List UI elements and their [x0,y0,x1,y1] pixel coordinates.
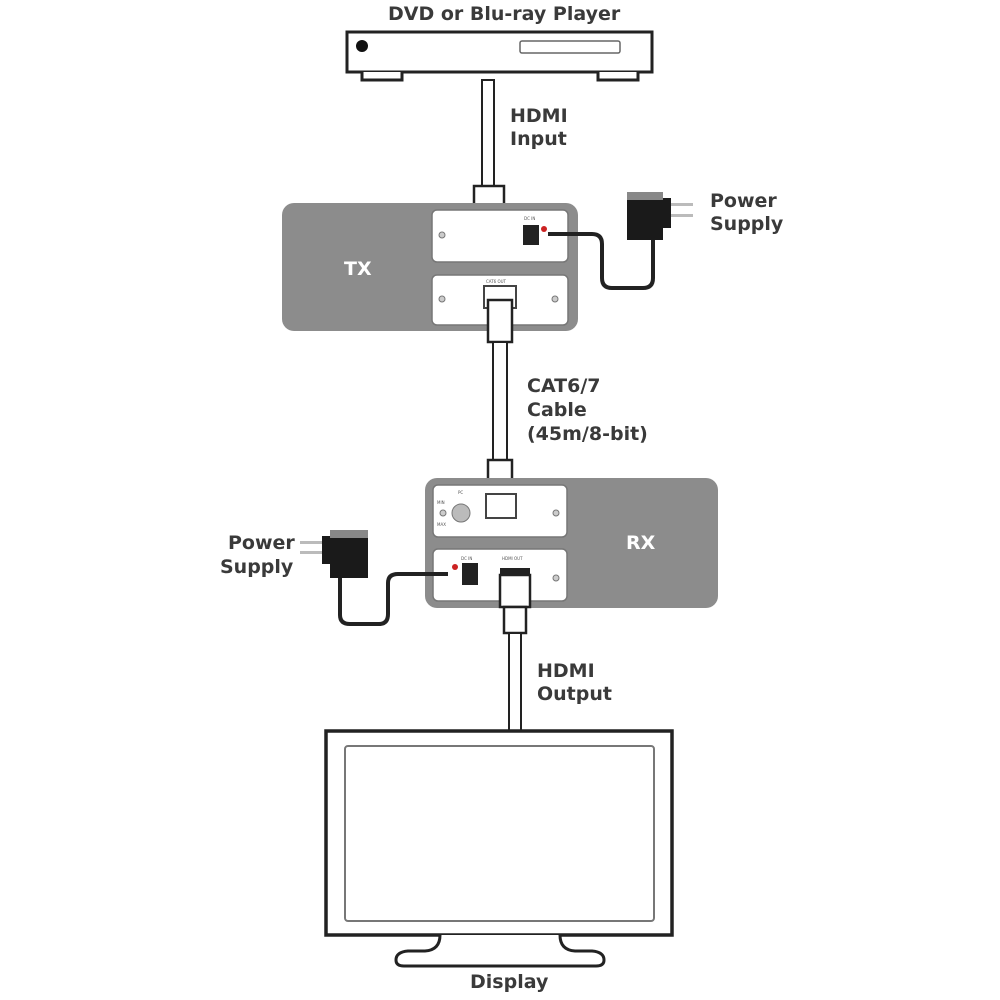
hdmi-output-label-1: HDMI [537,660,595,682]
tx-power-supply [548,192,693,290]
display-label: Display [470,971,549,993]
hdmi-output-label-2: Output [537,683,612,705]
cable-label-2: Cable [527,399,587,421]
cable-label-1: CAT6/7 [527,375,601,397]
tx-label: TX [344,258,372,280]
rx-unit: PC MIN MAX DC IN HDMI OUT [425,478,718,608]
tx-top-panel [431,209,569,263]
rx-power-label-2: Supply [220,556,294,578]
disc-tray [519,40,621,54]
tx-power-label-1: Power [710,190,777,212]
display-screen [344,745,655,922]
power-button-icon [356,40,368,52]
tx-dc-in-port [523,225,539,245]
hdmi-input-label-2: Input [510,128,567,150]
rx-pc-knob [451,503,471,523]
rx-dc-in-port [462,563,478,585]
rx-dc-in-label: DC IN [461,556,472,561]
hdmi-output-cable [498,573,532,732]
rx-power-label-1: Power [228,532,295,554]
display-stand [394,934,606,968]
rx-power-supply [300,530,448,626]
hdmi-input-label-1: HDMI [510,105,568,127]
tx-power-label-2: Supply [710,213,784,235]
rx-pc-label: PC [458,490,463,495]
tx-cat-out-label: CAT6 OUT [486,279,507,284]
tx-dc-in-label: DC IN [524,216,535,221]
rx-label: RX [626,532,656,554]
rx-hdmi-out-label: HDMI OUT [502,556,523,561]
source-label: DVD or Blu-ray Player [388,3,621,25]
rx-rj45-port [485,493,517,519]
cable-label-3: (45m/8-bit) [527,423,648,445]
rx-min-label: MIN [437,500,445,505]
cat-cable [486,298,514,502]
rx-max-label: MAX [437,522,446,527]
rx-led-icon [452,564,458,570]
dvd-player [345,30,654,82]
tx-unit: DC IN CAT6 OUT [282,203,578,331]
tx-led-icon [541,226,547,232]
display [324,729,674,968]
